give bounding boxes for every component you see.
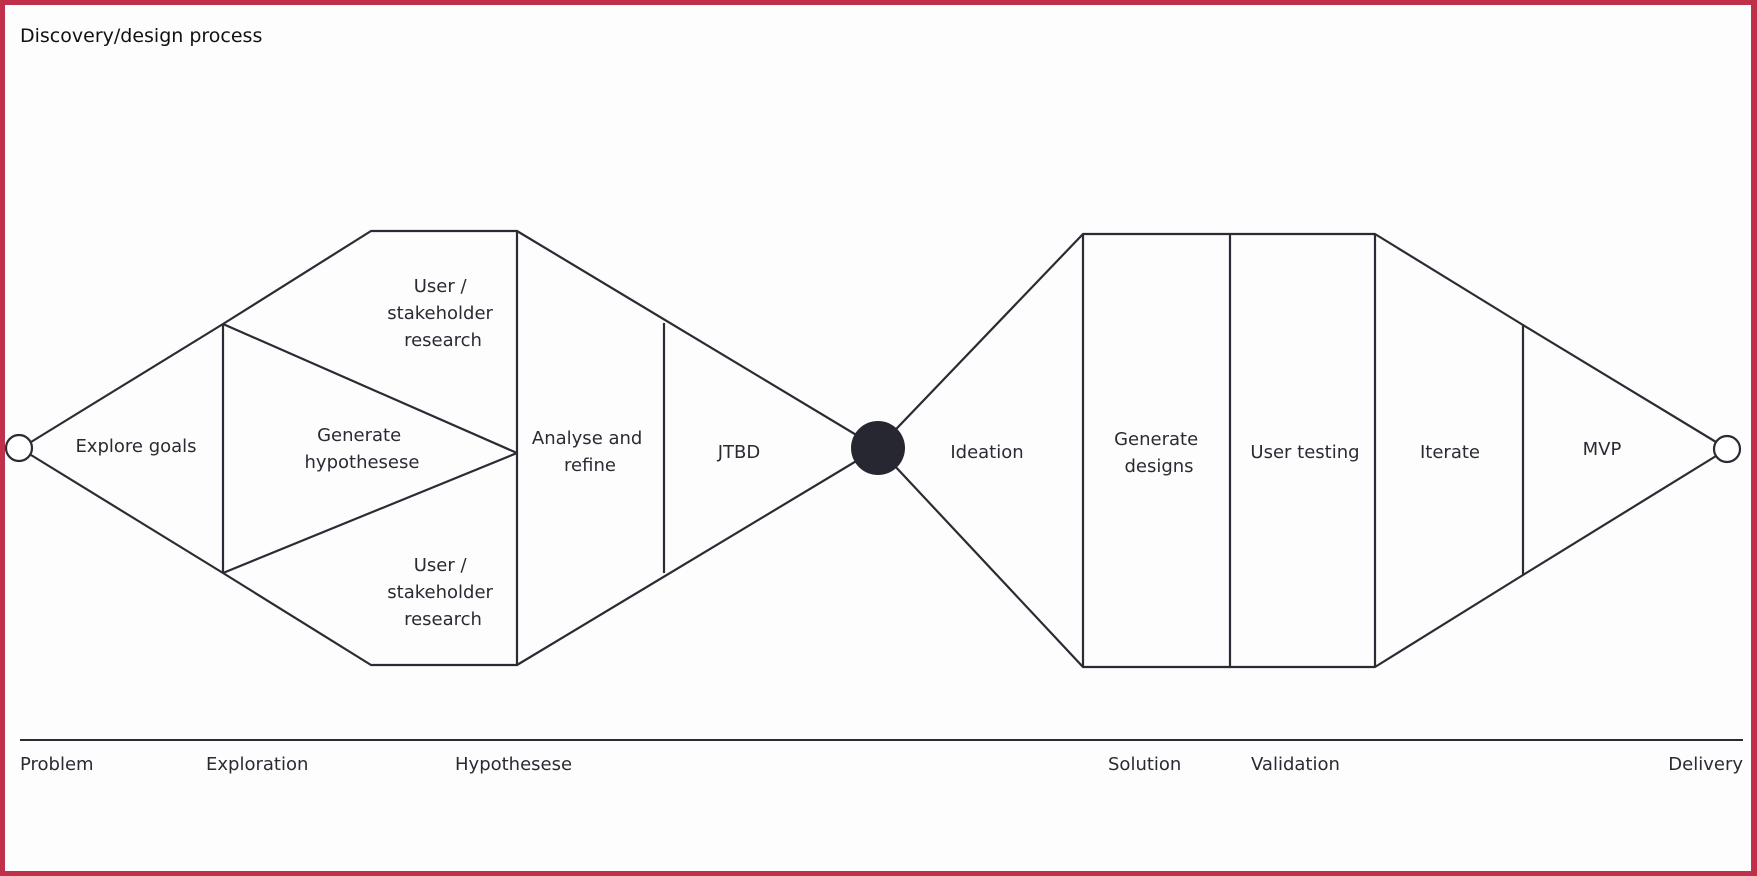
label-jtbd: JTBD — [717, 442, 761, 463]
hypothesis-top-edge — [222, 322, 518, 455]
timeline-hypothesese: Hypothesese — [455, 754, 572, 775]
diamond1-top-edge — [30, 229, 879, 449]
diamond1-bottom-edge — [30, 447, 879, 667]
diamond2-bottom-edge — [877, 447, 1717, 669]
end-node-icon — [1712, 434, 1742, 464]
timeline-exploration: Exploration — [206, 754, 308, 775]
timeline-delivery: Delivery — [1668, 754, 1743, 775]
label-ideation: Ideation — [950, 442, 1023, 463]
label-research-top: User / stakeholder research — [387, 276, 498, 351]
hypothesis-bottom-edge — [222, 451, 518, 575]
label-generate-hypotheses: Generate hypothesese — [305, 425, 420, 473]
label-explore-goals: Explore goals — [75, 436, 196, 457]
label-research-bottom: User / stakeholder research — [387, 555, 498, 630]
label-user-testing: User testing — [1250, 442, 1359, 463]
timeline-solution: Solution — [1108, 754, 1181, 775]
label-iterate: Iterate — [1420, 442, 1480, 463]
label-generate-designs: Generate designs — [1114, 429, 1204, 477]
discovery-diamond — [30, 229, 879, 667]
label-mvp: MVP — [1583, 439, 1622, 460]
timeline-problem: Problem — [20, 754, 94, 775]
timeline-validation: Validation — [1251, 754, 1340, 775]
midpoint-node-icon — [851, 421, 905, 475]
label-analyse-refine: Analyse and refine — [532, 428, 648, 476]
start-node-icon — [4, 433, 34, 463]
design-diamond — [877, 232, 1717, 669]
diagram-title: Discovery/design process — [20, 25, 262, 47]
diamond2-top-edge — [877, 232, 1717, 449]
